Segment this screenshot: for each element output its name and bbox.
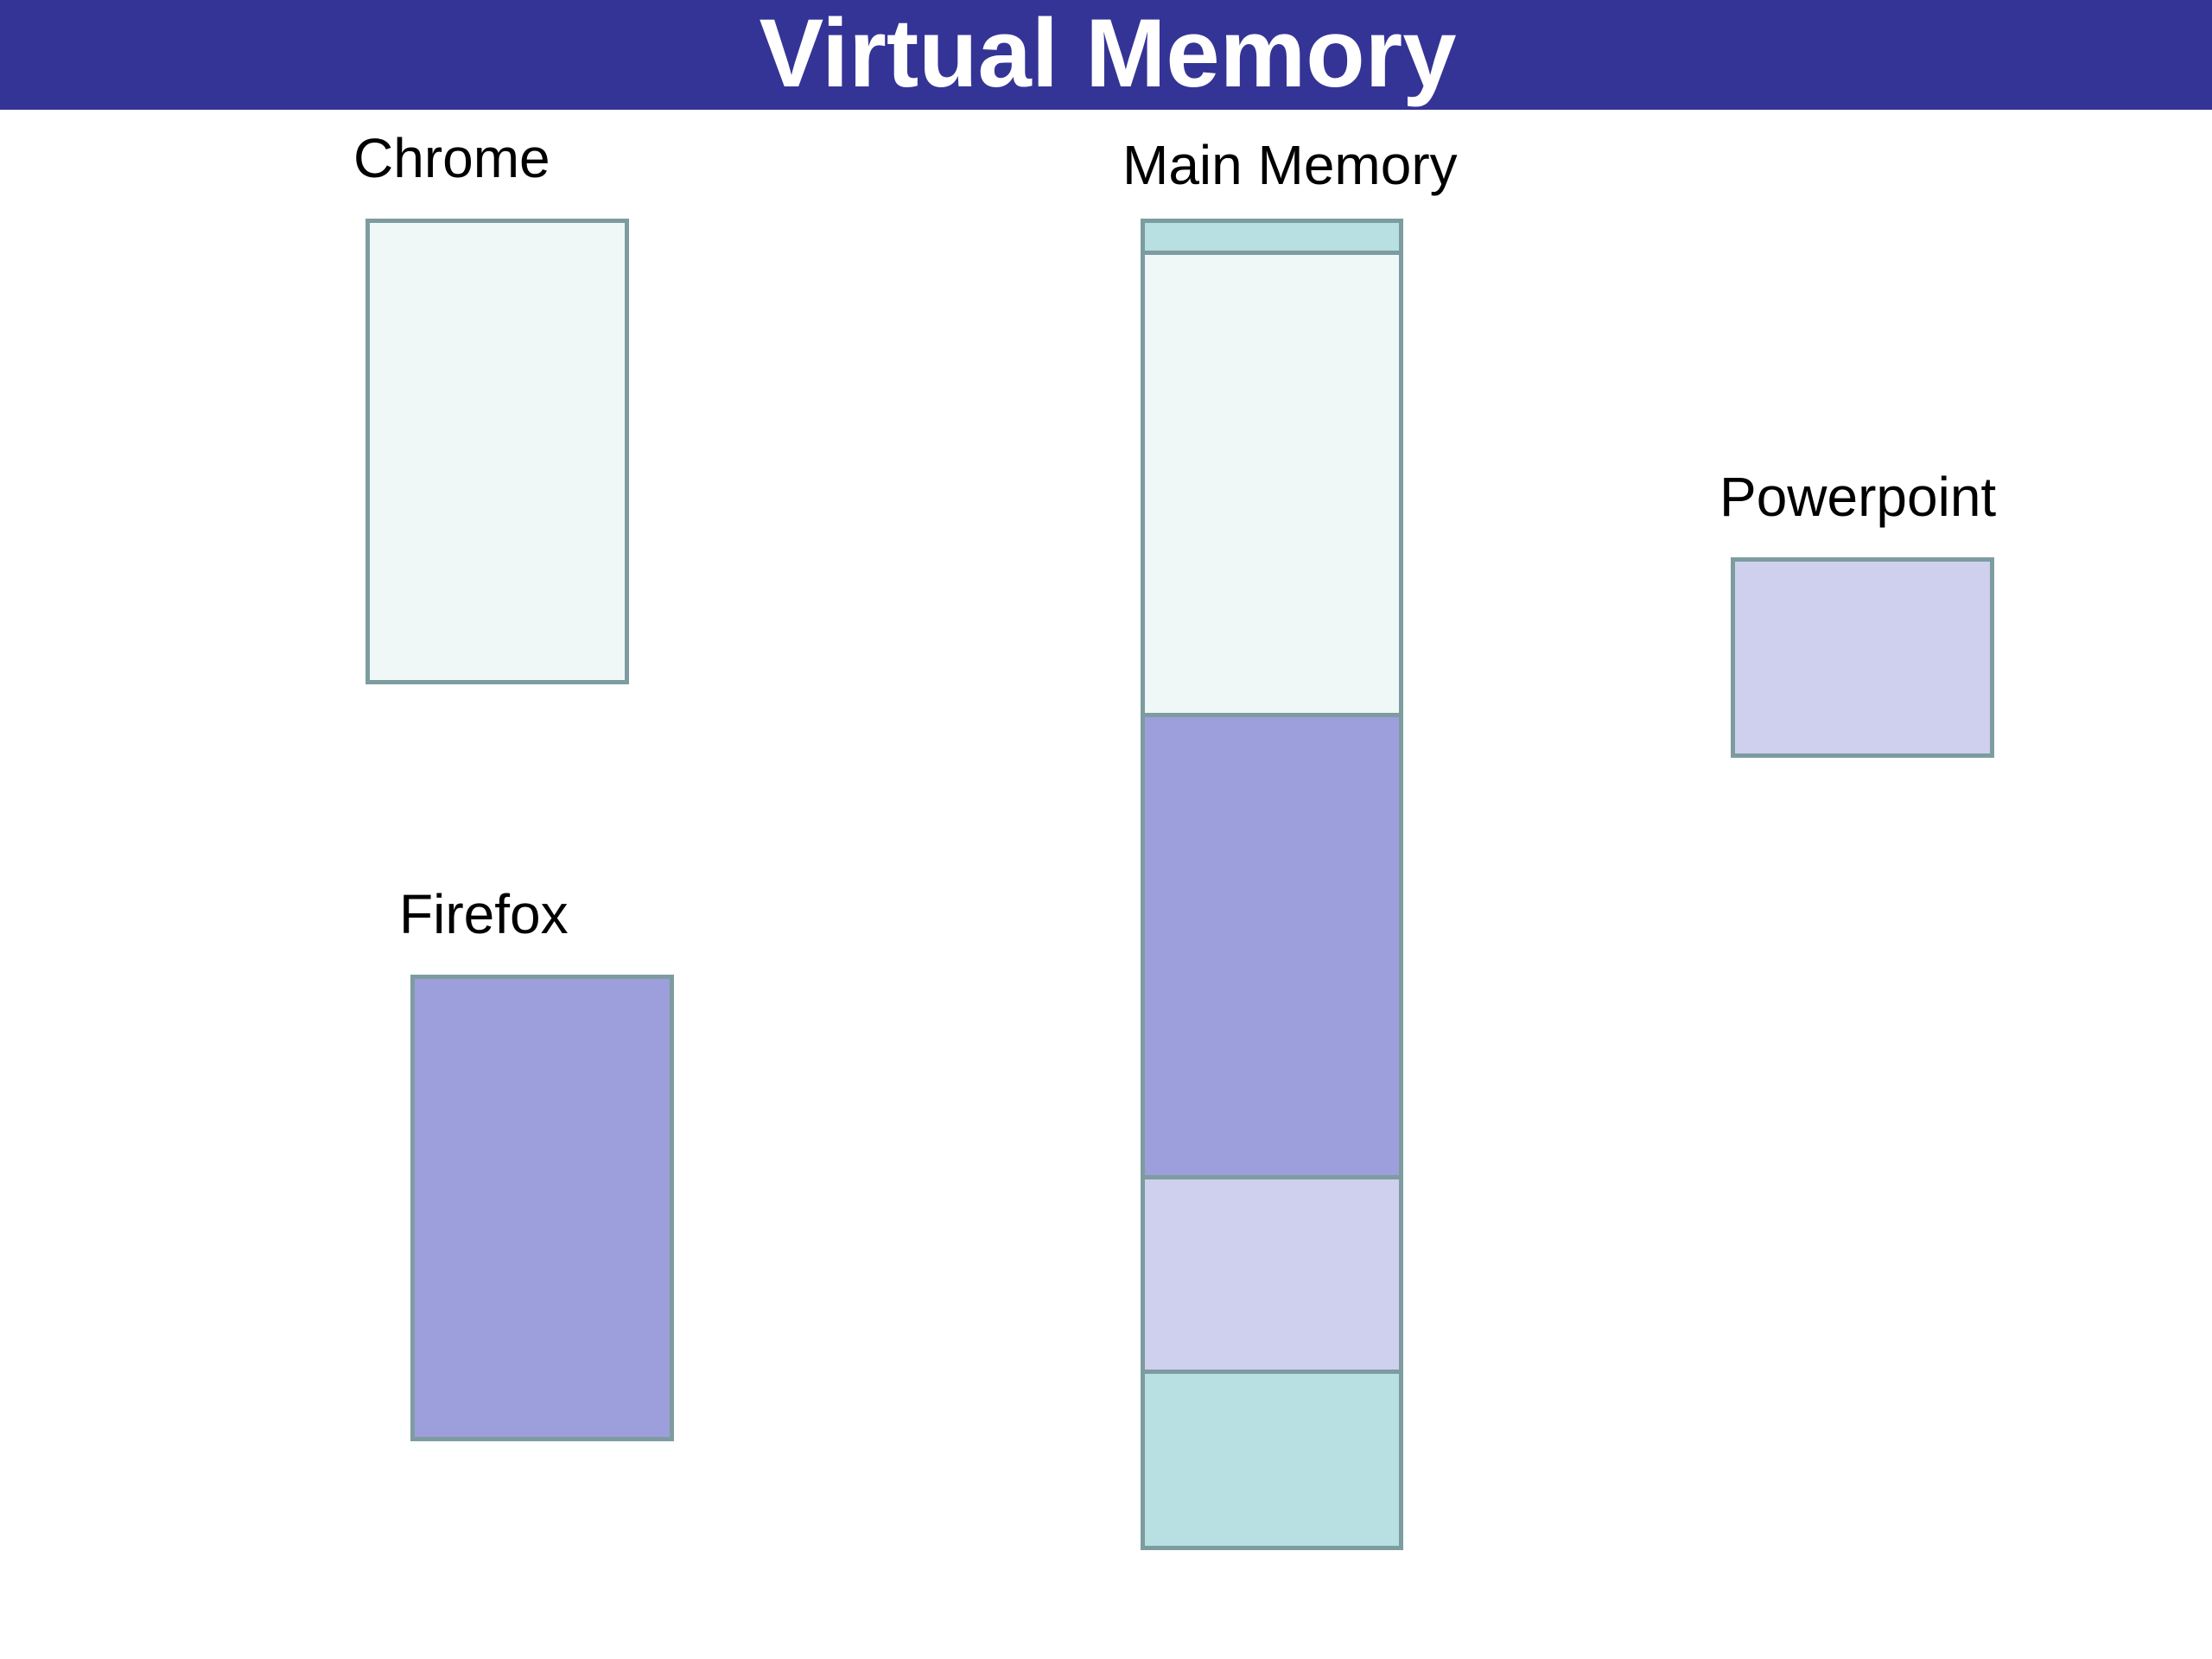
main-memory-label: Main Memory [1122,134,1458,196]
main-memory-column [1141,219,1403,1550]
chrome-label: Chrome [353,127,550,189]
firefox-memory-box [410,975,674,1441]
title-bar: Virtual Memory [0,0,2212,110]
powerpoint-memory-box [1731,557,1994,758]
main-memory-reserved-segment [1141,219,1403,255]
main-memory-free-segment [1141,1370,1403,1550]
slide-title: Virtual Memory [759,0,1457,107]
firefox-label: Firefox [399,883,569,945]
main-memory-powerpoint-segment [1141,1175,1403,1377]
main-memory-firefox-segment [1141,713,1403,1179]
chrome-memory-box [365,219,629,684]
powerpoint-label: Powerpoint [1719,466,1997,528]
